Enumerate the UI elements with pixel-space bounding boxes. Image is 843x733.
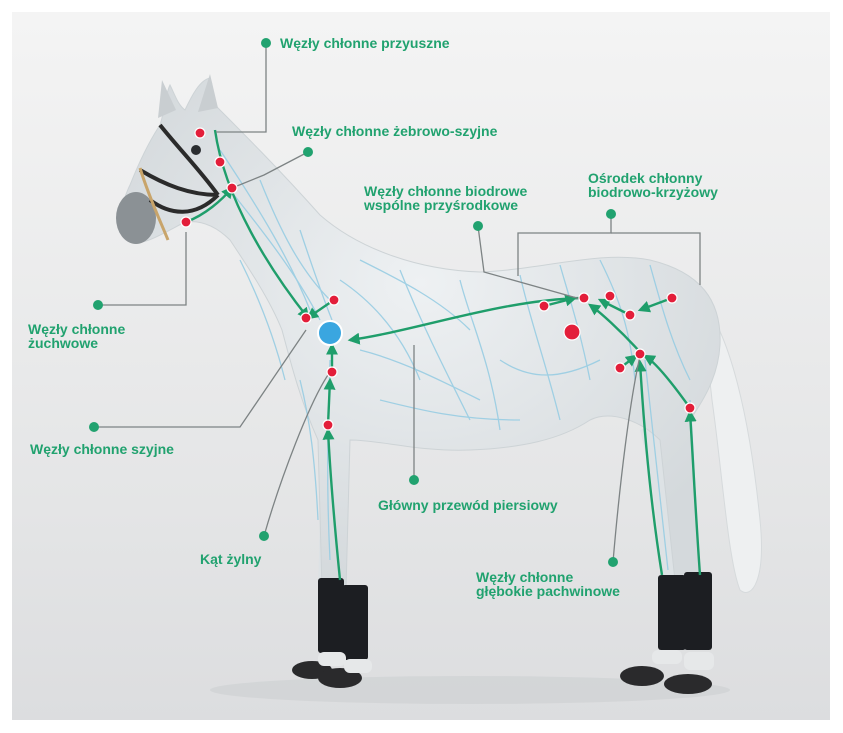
label-medial-iliac-line1: Węzły chłonne biodrowe [364, 184, 527, 198]
horse-body [122, 78, 720, 590]
label-cervical-lymph-nodes: Węzły chłonne szyjne [30, 442, 174, 456]
venous-angle-node [318, 321, 342, 345]
label-parotid-lymph-nodes: Węzły chłonne przyuszne [280, 36, 450, 50]
label-iliosacral-center-line2: biodrowo-krzyżowy [588, 185, 718, 199]
label-inguinal-line2: głębokie pachwinowe [476, 584, 620, 598]
label-thoracic-duct: Główny przewód piersiowy [378, 498, 558, 512]
label-iliosacral-center-line1: Ośrodek chłonny [588, 171, 702, 185]
label-mandibular-line1: Węzły chłonne [28, 322, 125, 336]
label-mandibular-line2: żuchwowe [28, 336, 98, 350]
label-medial-iliac-line2: wspólne przyśrodkowe [364, 198, 518, 212]
horse-eye [191, 145, 201, 155]
label-costocervical-lymph-nodes: Węzły chłonne żebrowo-szyjne [292, 124, 497, 138]
label-venous-angle: Kąt żylny [200, 552, 261, 566]
label-inguinal-line1: Węzły chłonne [476, 570, 573, 584]
